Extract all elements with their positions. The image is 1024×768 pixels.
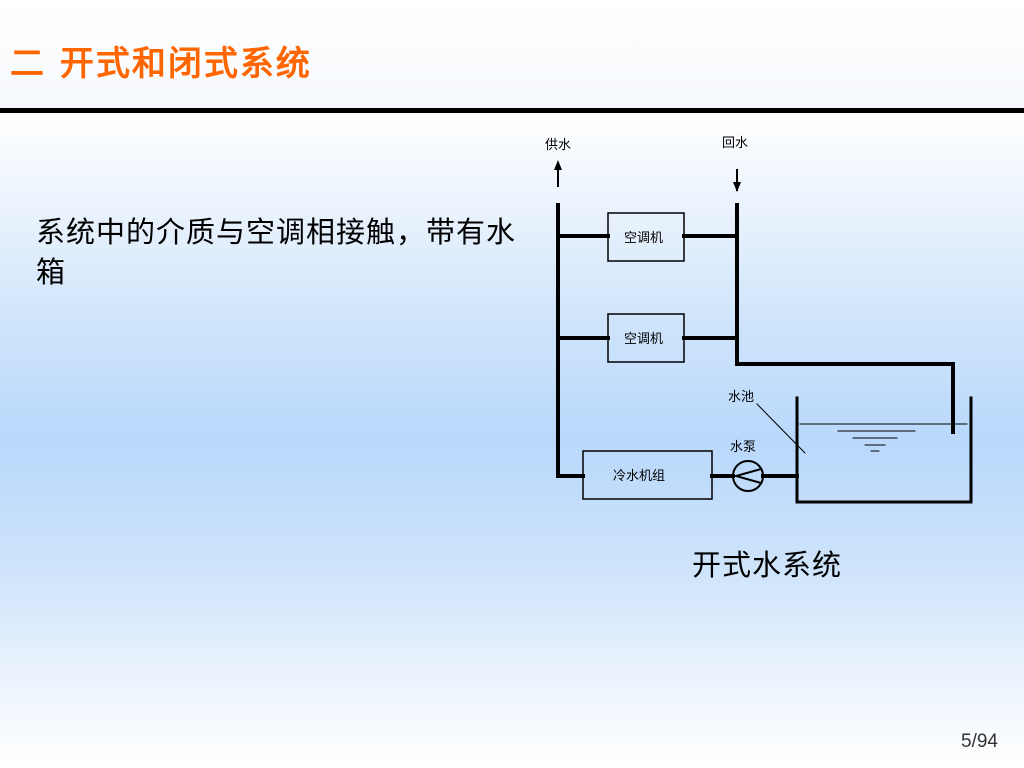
- chiller-box: [582, 450, 713, 500]
- header-background: [0, 0, 1024, 108]
- return-arrow-head: [733, 182, 741, 192]
- slide-title: 二 开式和闭式系统: [10, 44, 312, 84]
- tank-label: 水池: [728, 390, 754, 405]
- body-text: 系统中的介质与空调相接触，带有水箱: [36, 215, 517, 289]
- ahu-middle-box: [607, 313, 685, 363]
- pump-triangle: [732, 467, 763, 485]
- ahu-middle-label: 空调机: [624, 332, 663, 347]
- chiller-label: 冷水机组: [613, 469, 665, 484]
- page-number: 5/94: [961, 731, 998, 752]
- water-tank: [795, 396, 973, 504]
- ahu-top-label: 空调机: [624, 231, 663, 246]
- pump-label: 水泵: [730, 440, 756, 455]
- diagram-caption: 开式水系统: [692, 548, 843, 582]
- tank-label-leader: [756, 403, 806, 454]
- open-water-system-diagram: 供水 回水 空调机 空调机 冷水机组 水泵 水池: [545, 136, 973, 504]
- title-divider: [0, 108, 1024, 113]
- supply-label: 供水: [545, 138, 571, 153]
- slide-background: [0, 113, 1024, 768]
- supply-arrow-head: [554, 160, 562, 170]
- ahu-top-box: [607, 212, 685, 262]
- return-label: 回水: [722, 136, 748, 151]
